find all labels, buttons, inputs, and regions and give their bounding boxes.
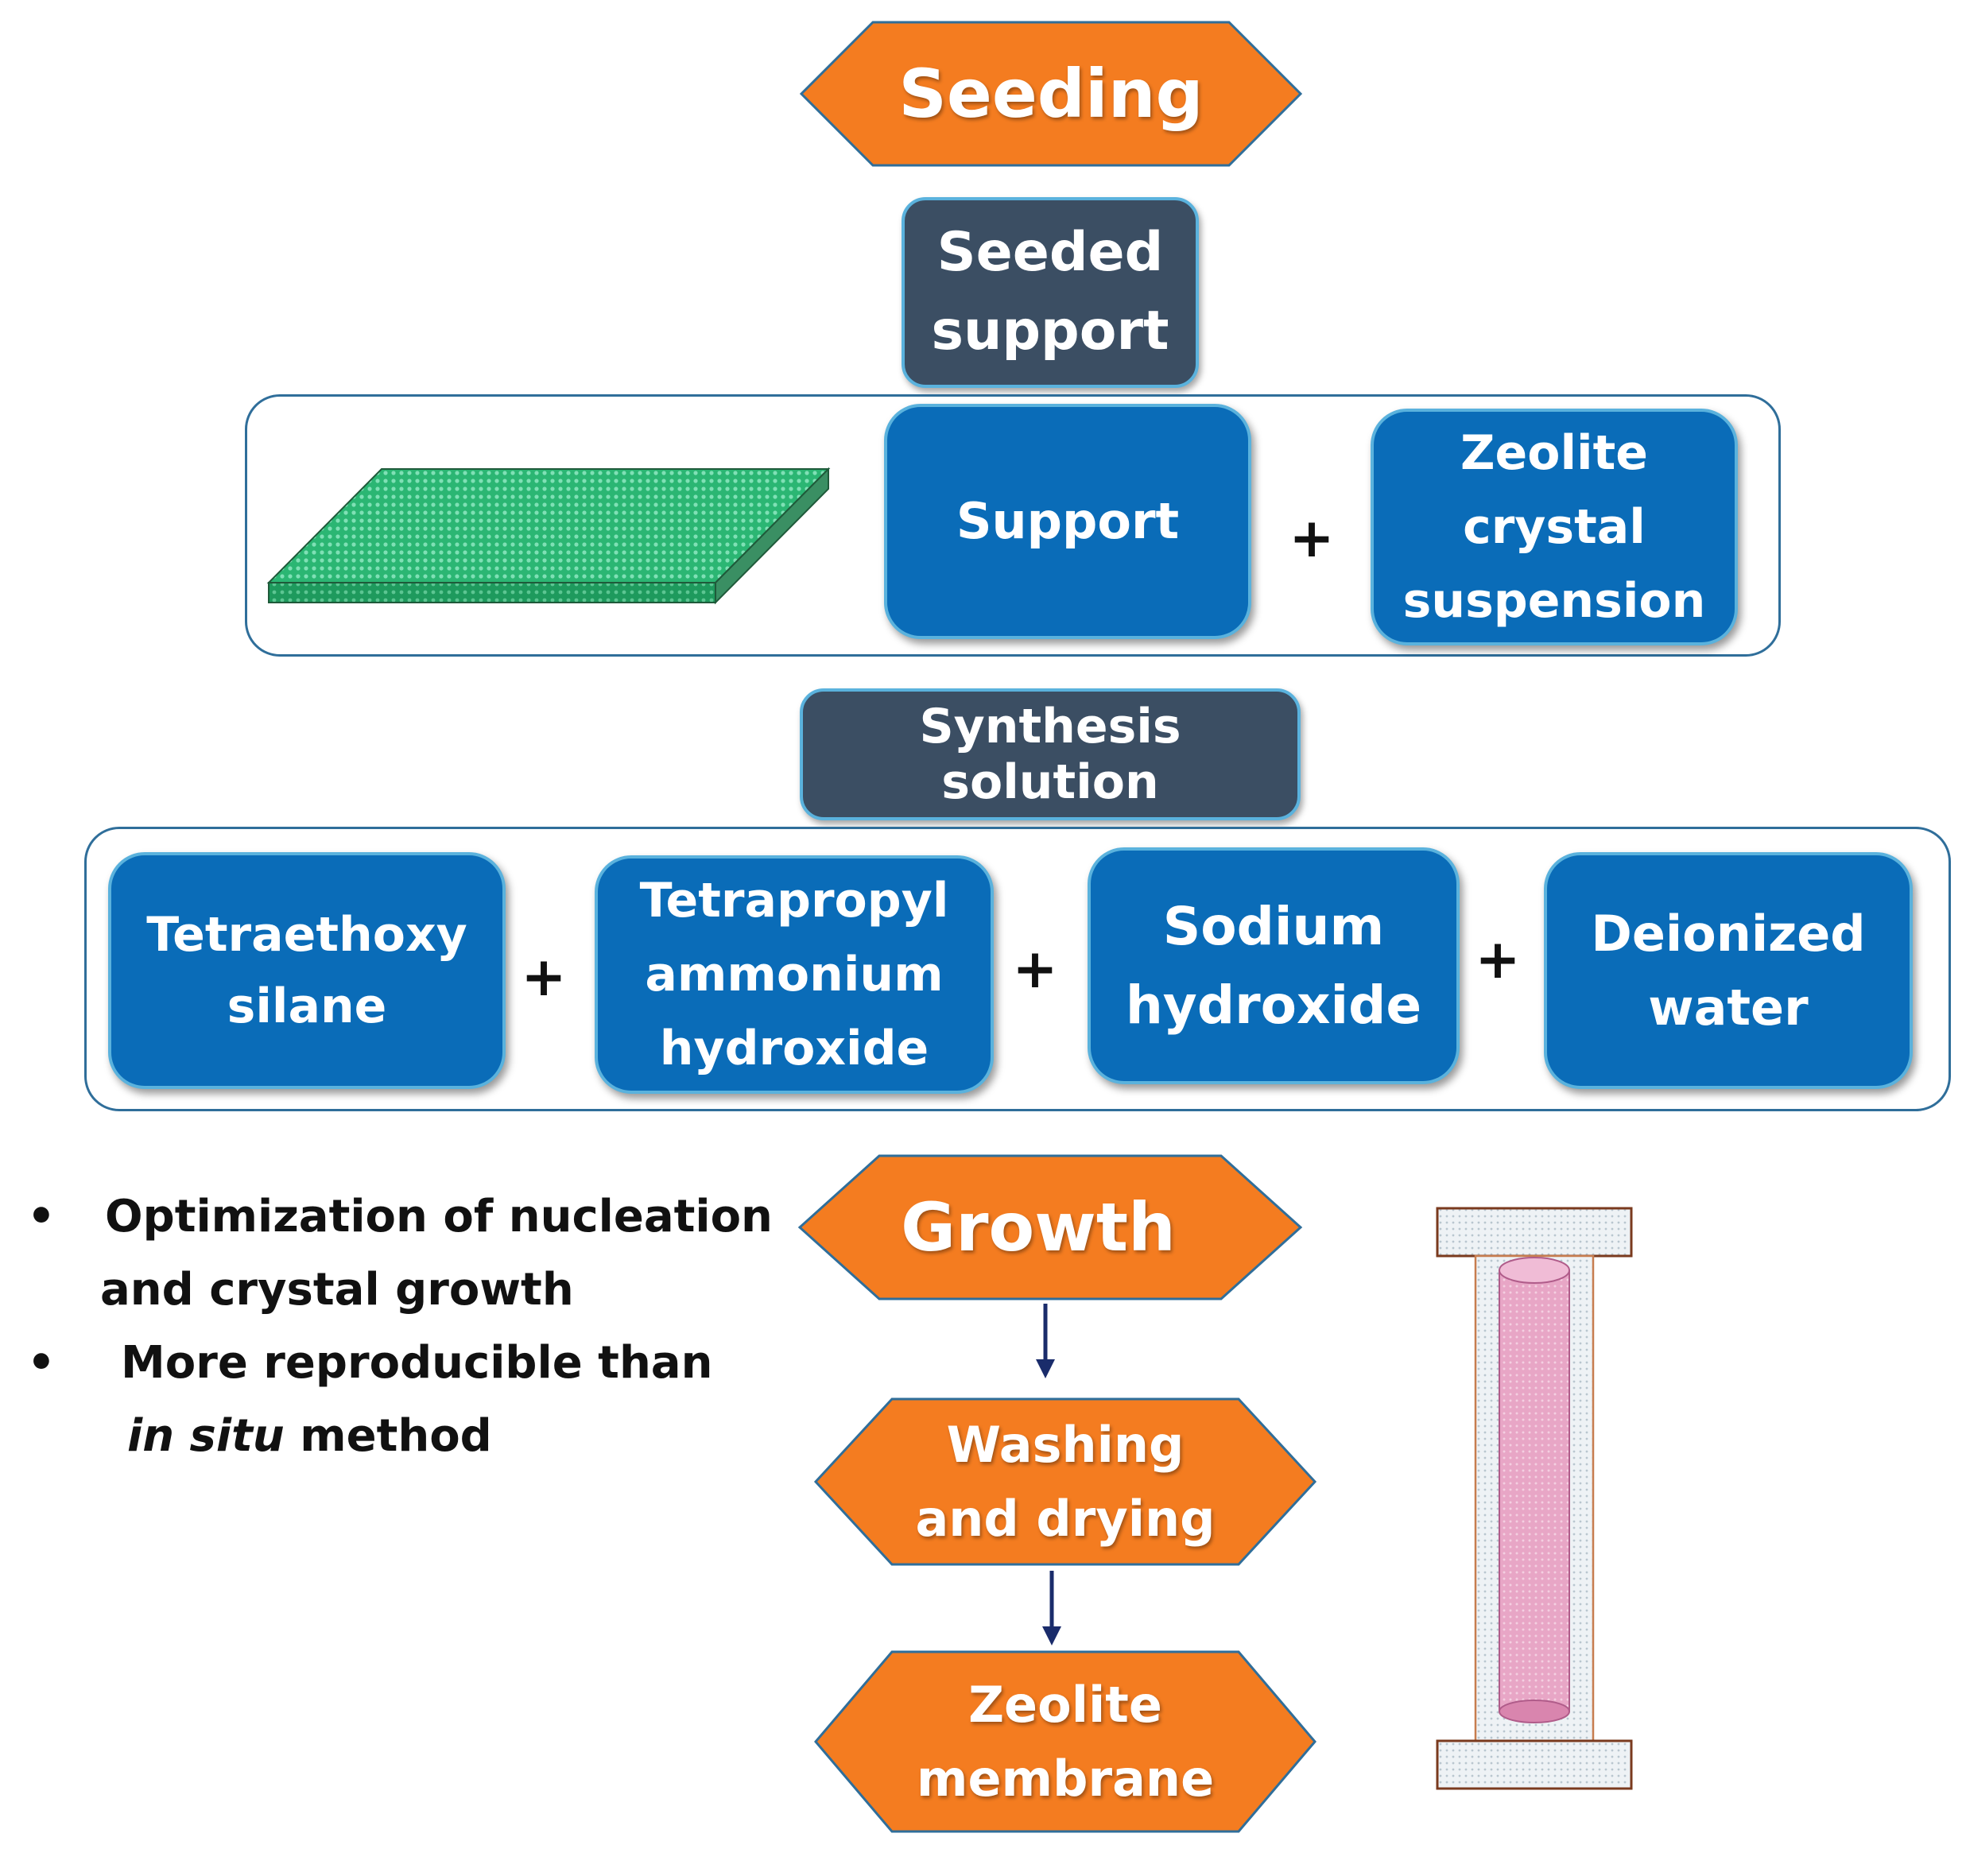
arrow-down-icon bbox=[1042, 1571, 1061, 1645]
deionized-water-box: Deionized water bbox=[1544, 852, 1913, 1089]
synthesis-solution-box: Synthesis solution bbox=[800, 688, 1301, 820]
bullet-symbol-2: • bbox=[27, 1337, 56, 1389]
bullet-2-method-text: method bbox=[284, 1410, 492, 1462]
method-notes: • Optimization of nucleation and crystal… bbox=[27, 1180, 806, 1473]
membrane-label: Zeolite membrane bbox=[916, 1676, 1215, 1808]
tetraethoxy-silane-box: Tetraethoxy silane bbox=[108, 852, 506, 1089]
seeded-support-box: Seeded support bbox=[902, 197, 1199, 388]
seeding-inputs-frame bbox=[245, 394, 1781, 657]
washing-hexagon-shape bbox=[813, 1397, 1317, 1566]
bullet-1-line-1: Optimization of nucleation bbox=[105, 1191, 773, 1242]
in-situ-italic: in situ bbox=[127, 1410, 285, 1462]
sodium-hydroxide-box: Sodium hydroxide bbox=[1088, 847, 1460, 1084]
zeolite-membrane-stage: Zeolite membrane bbox=[814, 1650, 1316, 1833]
seeding-stage: Seeding bbox=[799, 21, 1303, 167]
growth-stage: Growth bbox=[797, 1154, 1303, 1300]
arrow-down-icon bbox=[1036, 1304, 1055, 1378]
support-plate-icon bbox=[266, 467, 831, 605]
plus-sign-support: + bbox=[1289, 507, 1335, 570]
bullet-item-1: • Optimization of nucleation and crystal… bbox=[27, 1180, 806, 1327]
growth-hexagon-shape bbox=[797, 1154, 1303, 1300]
arrow-washing-to-membrane bbox=[1040, 1571, 1064, 1647]
synthesis-inputs-frame bbox=[84, 827, 1951, 1111]
washing-label: Washing and drying bbox=[915, 1416, 1216, 1548]
bullet-2-line-2: in situ method bbox=[27, 1400, 806, 1473]
bullet-1-line-2: and crystal growth bbox=[100, 1264, 574, 1316]
bullet-item-2: • More reproducible than in situ method bbox=[27, 1327, 806, 1473]
bullet-symbol-1: • bbox=[27, 1191, 56, 1242]
membrane-hexagon-shape bbox=[814, 1650, 1316, 1833]
seeding-hexagon-shape bbox=[799, 21, 1303, 167]
seeding-label: Seeding bbox=[898, 55, 1204, 133]
growth-label: Growth bbox=[901, 1188, 1176, 1266]
tubular-module-icon bbox=[1436, 1207, 1633, 1790]
bullet-2-line-1: More reproducible than bbox=[121, 1337, 713, 1389]
zeolite-suspension-box: Zeolite crystal suspension bbox=[1371, 409, 1738, 645]
plus-sign-2: + bbox=[1012, 938, 1058, 1001]
support-plate-illustration bbox=[262, 461, 835, 612]
plus-sign-1: + bbox=[521, 946, 567, 1009]
arrow-growth-to-washing bbox=[1033, 1304, 1057, 1380]
plus-sign-3: + bbox=[1475, 928, 1521, 991]
washing-drying-stage: Washing and drying bbox=[813, 1397, 1317, 1566]
tubular-membrane-illustration bbox=[1431, 1200, 1638, 1804]
support-box: Support bbox=[884, 404, 1251, 639]
tetrapropyl-ammonium-hydroxide-box: Tetrapropyl ammonium hydroxide bbox=[595, 855, 994, 1094]
